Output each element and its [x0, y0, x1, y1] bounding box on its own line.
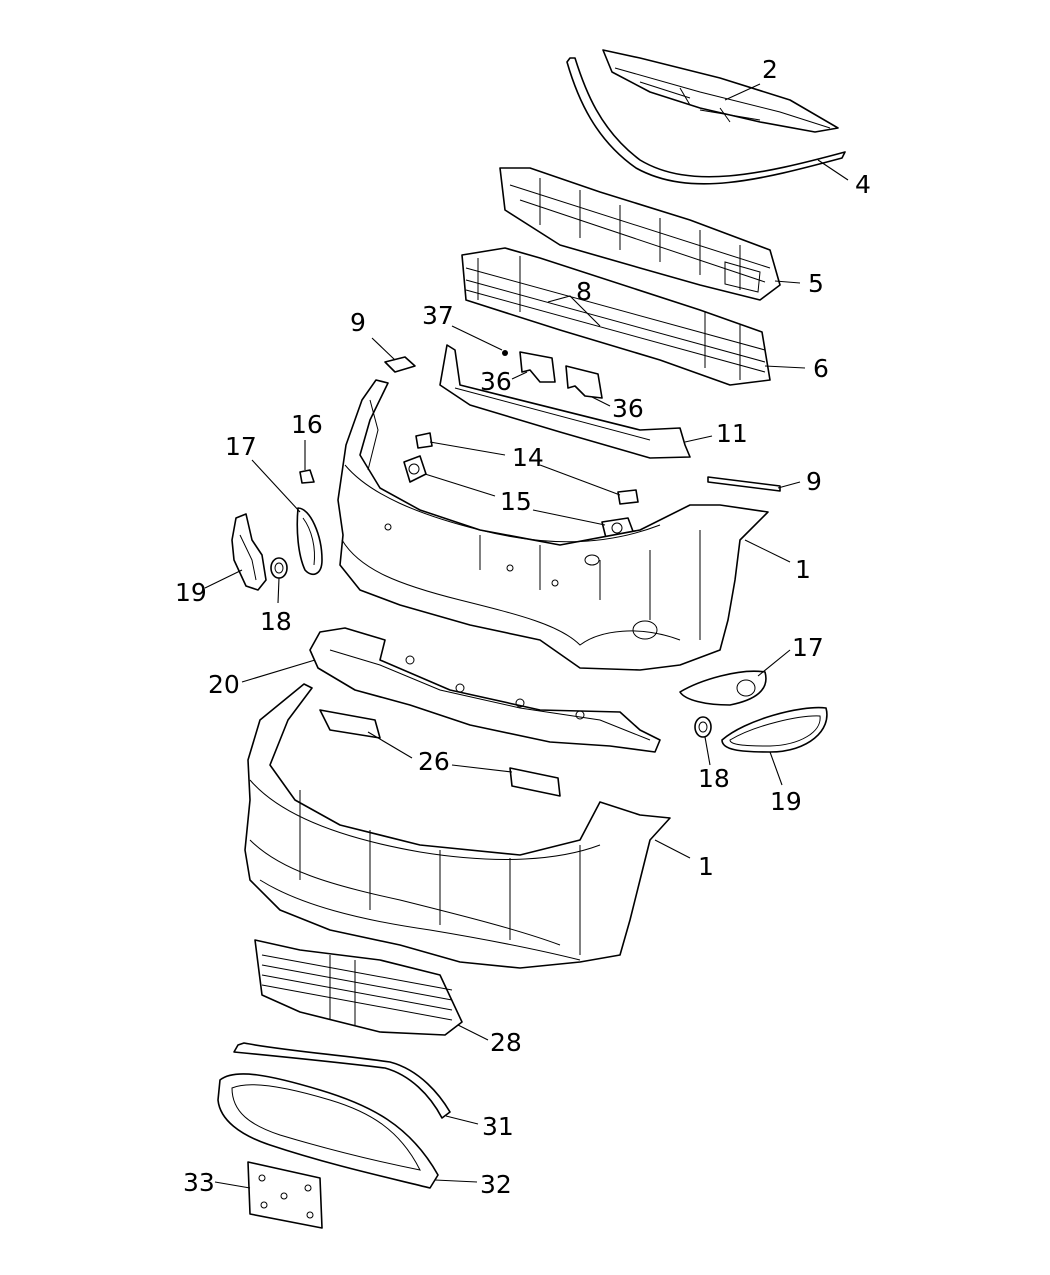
callout-16: 16	[291, 410, 323, 439]
callout-6: 6	[813, 354, 829, 383]
leader-19b	[769, 751, 783, 786]
callout-26: 26	[418, 747, 450, 776]
leader-6	[764, 365, 806, 369]
part-4-upper-trim	[566, 57, 846, 185]
callout-14: 14	[512, 443, 544, 472]
part-14-insert-left	[415, 432, 433, 449]
leader-37	[451, 325, 503, 351]
callout-18-right: 18	[698, 764, 730, 793]
part-37-fastener	[502, 350, 508, 356]
part-26-deflector-right	[509, 767, 561, 797]
callout-37: 37	[422, 301, 454, 330]
part-6-reinforcement-beam	[461, 247, 771, 386]
callout-5: 5	[808, 269, 824, 298]
leader-14a	[429, 441, 506, 456]
part-15-insert-left	[403, 455, 427, 483]
part-28-grille	[254, 939, 463, 1036]
callout-2: 2	[762, 55, 778, 84]
leader-20	[241, 659, 316, 683]
callout-36-left: 36	[480, 367, 512, 396]
part-11-upper-bracket	[439, 344, 691, 459]
callout-28: 28	[490, 1028, 522, 1057]
callout-31: 31	[482, 1112, 514, 1141]
leader-lines	[204, 83, 849, 1189]
part-18-ring-right	[694, 716, 712, 738]
leader-15b	[532, 509, 606, 526]
callout-20: 20	[208, 670, 240, 699]
leader-18a	[277, 577, 280, 604]
part-14-insert-right	[617, 489, 639, 505]
leader-36b	[591, 396, 611, 407]
leader-17b	[757, 649, 791, 677]
leader-14b	[539, 464, 621, 496]
callout-9-upper: 9	[350, 308, 366, 337]
part-36-bracket-right	[565, 365, 603, 399]
callout-36-right: 36	[612, 394, 644, 423]
part-5-energy-absorber	[499, 167, 781, 301]
part-9-upper-clip	[384, 356, 416, 373]
callout-32: 32	[480, 1170, 512, 1199]
part-19-bezel-right	[721, 706, 828, 753]
leader-9b	[777, 481, 801, 489]
leader-11	[684, 435, 713, 443]
callout-1-upper: 1	[795, 555, 811, 584]
part-2-upper-shield	[602, 49, 839, 133]
part-1-fascia-lower	[244, 683, 671, 969]
callout-19-right: 19	[770, 787, 802, 816]
callout-8: 8	[576, 277, 592, 306]
leader-33	[214, 1181, 251, 1189]
leader-36a	[511, 371, 528, 380]
leader-26a	[367, 731, 413, 759]
part-17-bezel-right	[679, 670, 767, 706]
leader-17a	[251, 459, 301, 513]
part-20-lower-support	[309, 627, 661, 753]
leader-28	[457, 1024, 489, 1041]
leader-9a	[371, 337, 396, 361]
callout-labels: 2 4 5 8 6 9 37 36 36 11 16 17 14 9 15 1 …	[175, 55, 871, 1199]
leader-1b	[654, 839, 691, 859]
part-18-ring-left	[270, 557, 288, 579]
part-26-deflector-left	[319, 709, 381, 739]
callout-33: 33	[183, 1168, 215, 1197]
callout-19-left: 19	[175, 578, 207, 607]
leader-4	[817, 159, 849, 181]
callout-4: 4	[855, 170, 871, 199]
leader-2	[724, 83, 761, 101]
part-16-clip	[299, 469, 315, 484]
callout-18-left: 18	[260, 607, 292, 636]
callout-17-right: 17	[792, 633, 824, 662]
leader-5	[774, 280, 801, 284]
leader-32	[434, 1179, 478, 1183]
leader-8	[547, 295, 601, 327]
callout-11: 11	[716, 419, 748, 448]
part-1-fascia-upper	[337, 379, 769, 671]
leader-15a	[424, 473, 496, 497]
leader-19a	[204, 569, 243, 589]
callout-1-lower: 1	[698, 852, 714, 881]
part-31-lower-trim	[233, 1042, 451, 1119]
callout-15: 15	[500, 487, 532, 516]
leader-26b	[451, 764, 513, 773]
leader-18b	[704, 736, 711, 766]
leader-31	[445, 1115, 479, 1125]
part-33-license-plate-bracket	[247, 1161, 323, 1229]
part-36-bracket-left	[519, 351, 556, 383]
part-32-lower-grille-surround	[217, 1073, 439, 1189]
part-9-right-strip	[707, 476, 781, 492]
callout-17-left: 17	[225, 432, 257, 461]
leader-1a	[744, 539, 791, 563]
part-17-bezel-left	[296, 507, 323, 576]
callout-9-right: 9	[806, 467, 822, 496]
part-19-bracket-left	[231, 513, 267, 591]
